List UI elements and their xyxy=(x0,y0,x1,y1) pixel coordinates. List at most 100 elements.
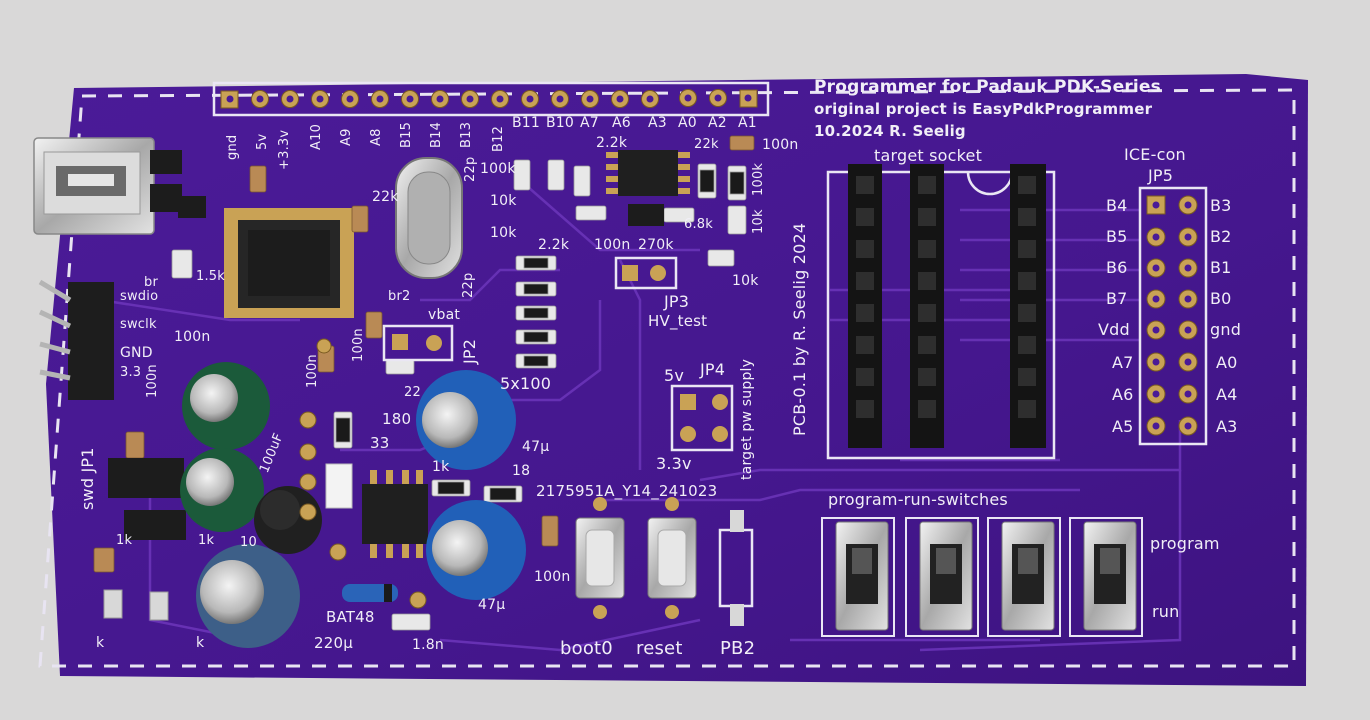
header-label-a10: A10 xyxy=(309,123,324,150)
r-1-5k: 1.5k xyxy=(196,269,226,284)
k-label-right: k xyxy=(196,635,205,651)
d-bat48-label: BAT48 xyxy=(326,608,375,626)
c-100n-lower: 100n xyxy=(305,354,320,388)
c-22p-bottom: 22p xyxy=(461,272,476,298)
r-1k-mid: 1k xyxy=(198,533,215,548)
header-label-5v: 5v xyxy=(255,133,270,150)
soic-chip-bottom xyxy=(362,470,428,558)
br-label: br xyxy=(144,275,158,290)
r-5x100: 5x100 xyxy=(500,374,552,393)
jp5-right-4: gnd xyxy=(1210,320,1242,339)
c-100n-left: 100n xyxy=(145,364,160,398)
jp5-left-5: A7 xyxy=(1112,353,1134,372)
jp4-5v-label: 5v xyxy=(664,366,685,385)
r-10k-left: 10k xyxy=(490,193,517,209)
header-label-b15: B15 xyxy=(399,121,414,148)
swd-pin-swdio: swdio xyxy=(120,289,159,304)
k-label-left: k xyxy=(96,635,105,651)
r-270k: 270k xyxy=(638,237,674,253)
ice-con-header xyxy=(1138,186,1208,446)
header-label-a1: A1 xyxy=(738,115,757,131)
leds xyxy=(103,589,169,621)
header-label-gnd: gnd xyxy=(225,134,240,160)
jp5-right-2: B1 xyxy=(1210,258,1232,277)
swd-pin-3v3: 3.3 xyxy=(120,365,142,380)
c-100n-mid: 100n xyxy=(594,237,631,253)
jp2-label: JP2 xyxy=(460,338,479,364)
target-socket-label: target socket xyxy=(874,146,983,165)
c-220u-label: 220µ xyxy=(314,634,353,652)
header-label-3v3: +3.3v xyxy=(277,129,292,170)
title-line-3: 10.2024 R. Seelig xyxy=(814,122,966,140)
jp1-label: swd JP1 xyxy=(78,447,97,510)
r-6-8k: 6.8k xyxy=(684,217,714,232)
header-label-a6: A6 xyxy=(612,115,631,131)
switches-title: program-run-switches xyxy=(828,490,1008,509)
r-18-label: 18 xyxy=(512,463,531,479)
r-1k-label: 1k xyxy=(432,459,450,475)
r-100k-right: 100k xyxy=(751,162,766,196)
jp5-right-5: A0 xyxy=(1216,353,1238,372)
title-line-2: original project is EasyPdkProgrammer xyxy=(814,100,1153,118)
hv-test-label: HV_test xyxy=(648,312,708,330)
r-2-2k-mid: 2.2k xyxy=(538,237,570,253)
white-part xyxy=(325,463,353,509)
header-label-b13: B13 xyxy=(459,121,474,148)
mcu-chip xyxy=(224,208,354,318)
r-2-2k-top: 2.2k xyxy=(596,135,628,151)
r-1k-left: 1k xyxy=(116,533,133,548)
r-10k-left2: 10k xyxy=(490,225,517,241)
sot-parts xyxy=(108,150,664,540)
header-label-a7: A7 xyxy=(580,115,599,131)
c-100n-swd: 100n xyxy=(174,329,211,345)
jp5-right-6: A4 xyxy=(1216,385,1238,404)
smd-resistors xyxy=(171,159,747,631)
jumper-headers xyxy=(382,256,734,452)
dashed-outline xyxy=(38,88,1296,668)
header-label-b12: B12 xyxy=(491,125,506,152)
header-label-b10: B10 xyxy=(546,115,575,131)
swd-pin-swclk: swclk xyxy=(120,317,157,332)
slide-switches xyxy=(821,517,1143,637)
vbat-label: vbat xyxy=(428,307,461,323)
swd-pin-gnd: GND xyxy=(120,345,153,361)
r-22-label: 22 xyxy=(404,385,421,400)
jp4-33v-label: 3.3v xyxy=(656,454,692,473)
boot0-label: boot0 xyxy=(560,638,613,659)
c-47u-bottom: 47µ xyxy=(478,597,506,613)
ice-con-label: ICE-con xyxy=(1124,145,1186,164)
electrolytic-caps xyxy=(180,362,526,648)
jp5-right-7: A3 xyxy=(1216,417,1238,436)
c-1-8n-label: 1.8n xyxy=(412,637,444,653)
swd-header xyxy=(38,279,114,400)
part-number: 2175951A_Y14_241023 xyxy=(536,482,718,500)
title-line-1: Programmer for Padauk PDK-Series xyxy=(814,77,1161,97)
soic-chip-top xyxy=(606,150,690,196)
pcb-credit: PCB-0.1 by R. Seelig 2024 xyxy=(790,222,809,436)
ten-label: 10 xyxy=(240,535,257,550)
pb2-label: PB2 xyxy=(720,638,756,659)
usb-connector xyxy=(33,137,155,235)
jp5-left-7: A5 xyxy=(1112,417,1134,436)
jp5-left-2: B6 xyxy=(1106,258,1128,277)
r-180-label: 180 xyxy=(382,410,412,428)
br2-label: br2 xyxy=(388,289,411,304)
header-label-a9: A9 xyxy=(339,128,354,146)
crystal xyxy=(395,157,463,279)
r-10k-right: 10k xyxy=(751,209,766,234)
jp5-label: JP5 xyxy=(1148,166,1174,185)
jp5-left-1: B5 xyxy=(1106,227,1128,246)
c-100n-bottom: 100n xyxy=(534,569,571,585)
top-header-pins xyxy=(212,81,770,117)
r-22k-mid: 22k xyxy=(372,189,399,205)
jp5-left-6: A6 xyxy=(1112,385,1134,404)
c-22p-top: 22p xyxy=(463,156,478,182)
c-100n-top: 100n xyxy=(762,137,799,153)
jp5-right-0: B3 xyxy=(1210,196,1232,215)
r-10k-bottom: 10k xyxy=(732,273,759,289)
target-pw-supply-label: target pw supply xyxy=(739,358,755,480)
header-label-b14: B14 xyxy=(429,121,444,148)
c-47u-top: 47µ xyxy=(522,439,550,455)
